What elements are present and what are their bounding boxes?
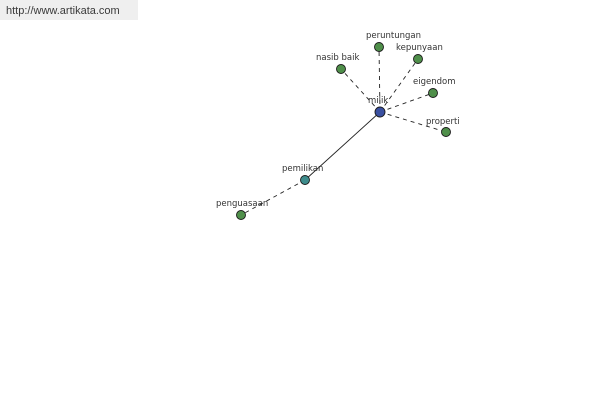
edge-milik-nasib-baik <box>340 68 381 113</box>
node-label-peruntungan: peruntungan <box>366 31 421 41</box>
edge-pemilikan-penguasaan <box>240 179 306 216</box>
site-url-banner: http://www.artikata.com <box>0 0 138 20</box>
graph-nodes <box>236 42 451 220</box>
node-nasib-baik[interactable] <box>336 64 346 74</box>
edge-milik-peruntungan <box>378 46 381 113</box>
edge-milik-kepunyaan <box>379 58 419 113</box>
node-pemilikan[interactable] <box>300 175 310 185</box>
edge-milik-eigendom <box>379 92 434 113</box>
node-eigendom[interactable] <box>428 88 438 98</box>
node-label-kepunyaan: kepunyaan <box>396 43 443 53</box>
node-label-eigendom: eigendom <box>413 77 455 87</box>
graph-edges <box>240 46 447 216</box>
edge-milik-pemilikan <box>304 111 381 181</box>
node-label-penguasaan: penguasaan <box>216 199 268 209</box>
node-label-nasib-baik: nasib baik <box>316 53 359 63</box>
edge-milik-properti <box>379 111 447 133</box>
node-penguasaan[interactable] <box>236 210 246 220</box>
node-properti[interactable] <box>441 127 451 137</box>
node-milik[interactable] <box>374 106 386 118</box>
node-kepunyaan[interactable] <box>413 54 423 64</box>
graph-labels: milik peruntungan kepunyaan nasib baik eigen… <box>216 31 460 209</box>
node-label-pemilikan: pemilikan <box>282 164 323 174</box>
node-label-properti: properti <box>426 117 460 127</box>
node-label-milik: milik <box>368 96 388 106</box>
node-peruntungan[interactable] <box>374 42 384 52</box>
